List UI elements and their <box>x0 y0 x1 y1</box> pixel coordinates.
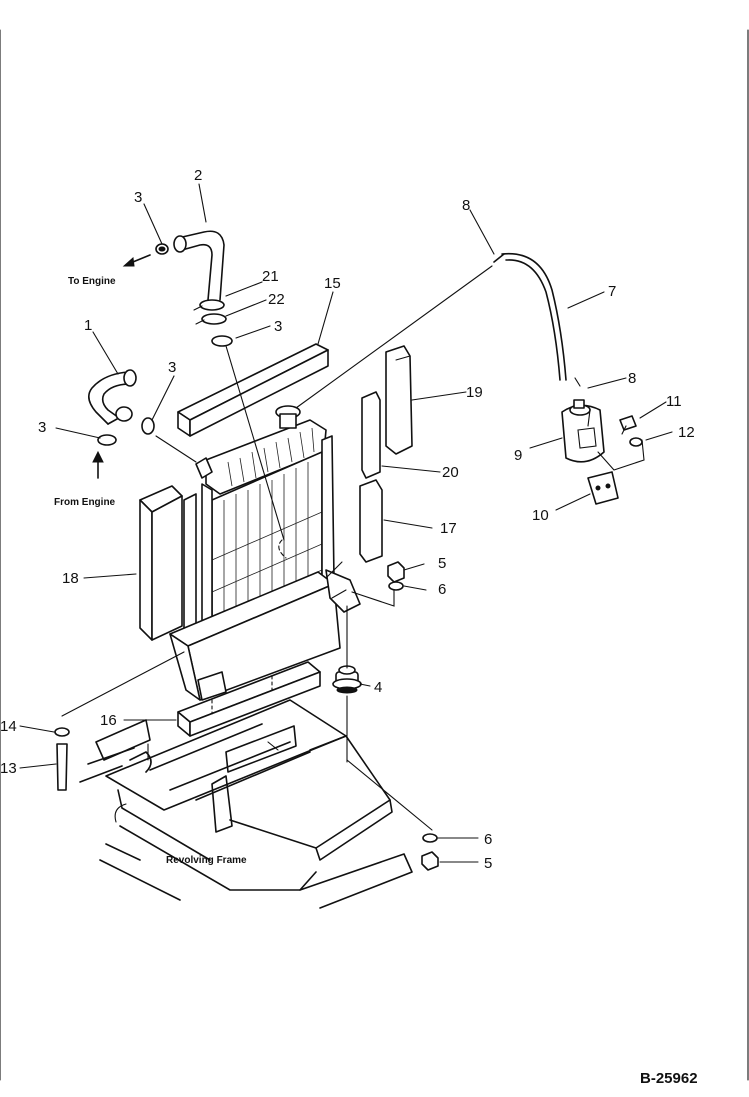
hose-clamps-lower <box>193 299 233 347</box>
lower-hose-route <box>155 435 197 463</box>
callout-7: 7 <box>608 283 616 300</box>
caption-revolving-frame: Revolving Frame <box>166 855 247 866</box>
callout-3c: 3 <box>168 359 176 376</box>
lower-bracket <box>177 661 321 737</box>
lower-hose <box>88 369 137 425</box>
bracket-bolt <box>619 415 637 435</box>
callout-2: 2 <box>194 167 202 184</box>
hose-clamp-top <box>155 243 169 255</box>
leader-lines <box>19 183 673 863</box>
lower-fastener-route <box>346 759 433 831</box>
caption-to-engine: To Engine <box>68 276 116 287</box>
callout-17: 17 <box>440 520 457 537</box>
bottom-support <box>169 561 361 701</box>
top-seal <box>177 343 329 437</box>
guide-pipe <box>56 743 68 791</box>
mount-rubber <box>332 665 362 694</box>
callout-12: 12 <box>678 424 695 441</box>
nut-upper <box>387 561 405 583</box>
callout-9: 9 <box>514 447 522 464</box>
callout-20: 20 <box>442 464 459 481</box>
right-seal-upper <box>385 345 413 455</box>
caption-from-engine: From Engine <box>54 497 116 508</box>
washer-upper <box>388 581 404 591</box>
bracket-washer <box>629 437 643 447</box>
overflow-hose <box>501 252 567 381</box>
page-border <box>0 29 749 1081</box>
callout-5b: 5 <box>484 855 492 872</box>
callout-3d: 3 <box>38 419 46 436</box>
callout-15: 15 <box>324 275 341 292</box>
callout-3a: 3 <box>134 189 142 206</box>
callout-6a: 6 <box>438 581 446 598</box>
right-seal-lower <box>359 479 383 563</box>
upper-hose <box>173 230 225 301</box>
callout-19: 19 <box>466 384 483 401</box>
callout-1: 1 <box>84 317 92 334</box>
tank-bracket <box>587 471 619 505</box>
callout-10: 10 <box>532 507 549 524</box>
left-side-seal <box>139 485 197 641</box>
hose-clip-bottom <box>574 377 581 387</box>
upper-hose-route <box>225 345 285 541</box>
callout-8a: 8 <box>462 197 470 214</box>
callout-18: 18 <box>62 570 79 587</box>
callout-3b: 3 <box>274 318 282 335</box>
callout-5a: 5 <box>438 555 446 572</box>
reserve-tank <box>561 399 645 471</box>
nut-lower <box>421 851 439 871</box>
callout-21: 21 <box>262 268 279 285</box>
callout-8b: 8 <box>628 370 636 387</box>
reference-code: B-25962 <box>640 1070 698 1087</box>
callout-numbers: 1 2 3 3 3 3 4 5 5 6 6 7 8 8 9 10 11 12 1… <box>0 167 695 872</box>
hose-clip-top <box>493 253 505 263</box>
callout-6b: 6 <box>484 831 492 848</box>
callout-22: 22 <box>268 291 285 308</box>
upper-fastener-route <box>351 589 395 607</box>
washer-lower <box>422 833 438 843</box>
callout-11: 11 <box>666 393 682 410</box>
callout-14: 14 <box>0 718 17 735</box>
pipe-cap <box>54 727 70 737</box>
overflow-hose-route <box>295 265 493 409</box>
callout-16: 16 <box>100 712 117 729</box>
callout-13: 13 <box>0 760 17 777</box>
pipe-route <box>61 651 185 717</box>
lower-hose-clamps <box>97 417 155 446</box>
revolving-frame <box>79 699 413 909</box>
right-seal-middle <box>361 391 381 479</box>
callout-4: 4 <box>374 679 382 696</box>
